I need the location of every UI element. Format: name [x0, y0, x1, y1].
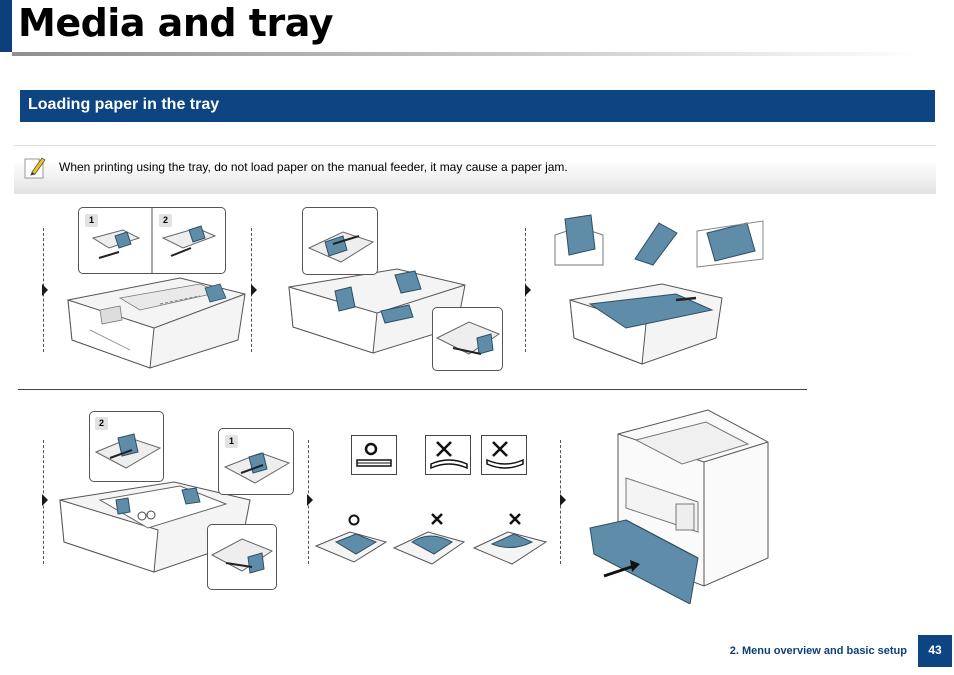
header-accent-bar	[0, 0, 12, 52]
step-arrow-icon	[251, 284, 257, 296]
tray-illustration	[285, 265, 475, 360]
title-rule	[12, 52, 922, 56]
detail-inset: 1 2	[78, 207, 226, 274]
correct-paper-stack-icon	[351, 435, 397, 475]
wrong-paper-stack-icon	[481, 435, 527, 475]
tray-illustration	[60, 270, 255, 375]
step-badge: 2	[95, 417, 108, 430]
tray-with-paper-illustration	[56, 478, 256, 586]
note-pencil-icon	[22, 155, 48, 186]
step-arrow-icon	[42, 494, 48, 506]
printer-illustration	[586, 408, 776, 604]
step-badge: 1	[85, 214, 98, 227]
step-badge: 1	[225, 435, 238, 448]
row-divider	[18, 389, 807, 390]
step-arrow-icon	[525, 284, 531, 296]
section-header: Loading paper in the tray	[20, 90, 935, 122]
page-title: Media and tray	[18, 1, 333, 45]
detail-inset	[302, 207, 378, 275]
paper-curl-examples-illustration	[314, 512, 554, 578]
step-arrow-icon	[560, 494, 566, 506]
note-box: When printing using the tray, do not loa…	[14, 145, 936, 194]
page-number: 43	[918, 635, 952, 667]
section-title: Loading paper in the tray	[28, 96, 220, 113]
detail-inset	[207, 524, 277, 590]
footer-chapter: 2. Menu overview and basic setup	[729, 645, 907, 657]
paper-fanning-illustration	[547, 213, 769, 275]
detail-inset	[432, 307, 503, 371]
step-badge: 2	[159, 214, 172, 227]
step-arrow-icon	[307, 494, 313, 506]
detail-inset: 2	[89, 411, 164, 482]
note-text: When printing using the tray, do not loa…	[59, 160, 568, 174]
tray-illustration	[566, 280, 726, 375]
step-arrow-icon	[42, 284, 48, 296]
wrong-paper-stack-icon	[425, 435, 471, 475]
detail-inset: 1	[218, 428, 294, 495]
